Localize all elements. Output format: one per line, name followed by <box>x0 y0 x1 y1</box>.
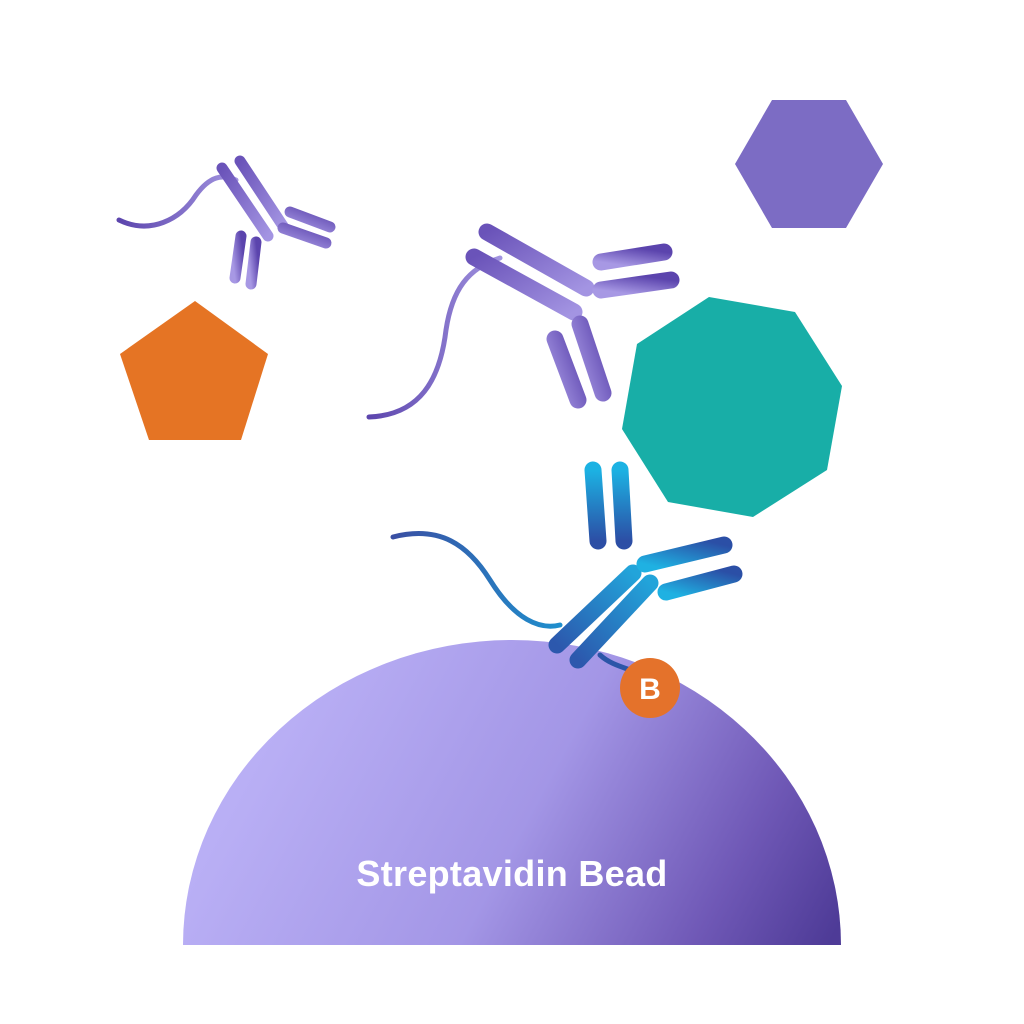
fc-stem-right <box>611 461 633 550</box>
fc-stem-left <box>229 230 247 284</box>
fab-arm-upper <box>636 536 733 573</box>
heavy-chain-outer <box>216 162 274 242</box>
biotin-label: B <box>639 673 661 706</box>
fab-arm-lower <box>592 271 680 299</box>
fc-stem-right <box>571 315 612 402</box>
fab-arm-lower <box>657 565 743 601</box>
streptavidin-bead <box>183 640 841 945</box>
heavy-chain-inner <box>569 574 659 669</box>
fab-arm-upper <box>592 243 673 271</box>
heavy-chain-outer <box>548 564 642 654</box>
biotin-circle <box>620 658 680 718</box>
hexagon-antigen <box>735 100 883 228</box>
fc-stem-left <box>546 330 587 409</box>
pentagon-antigen <box>120 301 268 440</box>
bound-antibody <box>390 461 743 677</box>
octagon-antigen <box>622 297 842 517</box>
antibody-tail <box>390 531 563 629</box>
heavy-chain-inner <box>465 248 583 321</box>
heavy-chain-inner <box>234 155 289 232</box>
unbound-antibody-large <box>366 223 680 420</box>
fab-arm-lower <box>277 222 332 249</box>
fab-arm-upper <box>284 206 336 233</box>
heavy-chain-outer <box>478 223 595 297</box>
bead-label: Streptavidin Bead <box>356 853 667 894</box>
unbound-antibody-small <box>116 155 336 290</box>
fc-stem-right <box>245 236 262 290</box>
biotin-marker: B <box>620 658 680 718</box>
antibody-tail <box>116 174 239 229</box>
antibody-tail <box>366 255 503 420</box>
fc-stem-left <box>584 461 607 550</box>
